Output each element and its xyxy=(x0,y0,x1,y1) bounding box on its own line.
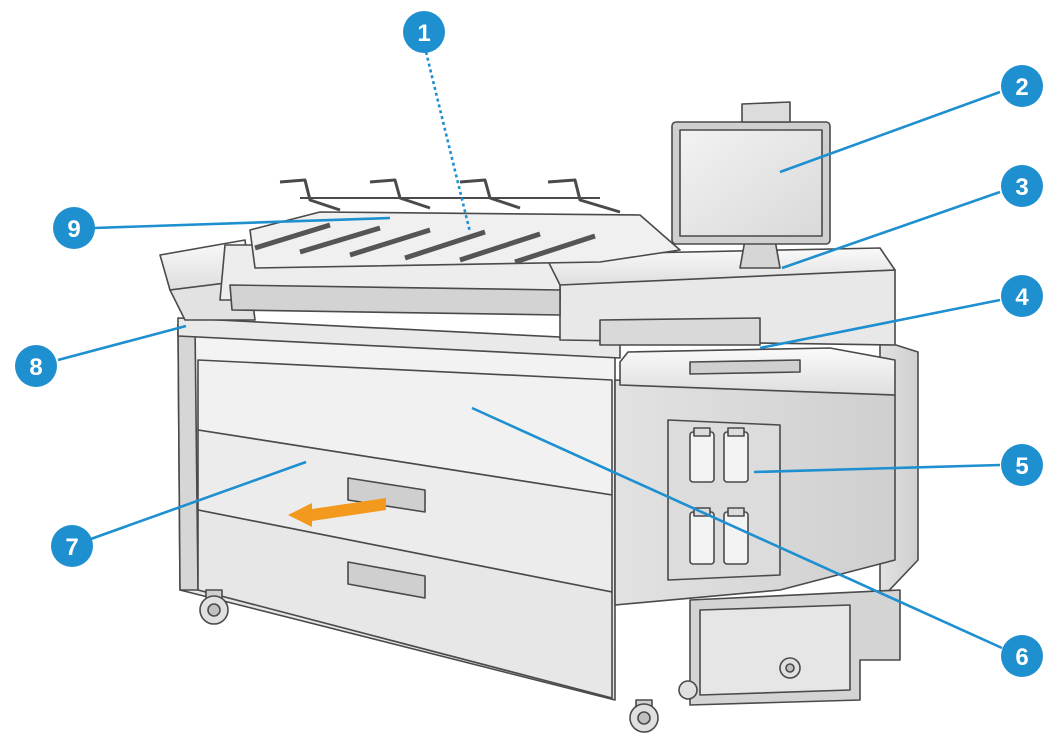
stacker-arm-5 xyxy=(459,231,541,263)
paper-guide-3 xyxy=(459,178,521,210)
stacker-arm-4 xyxy=(404,229,486,261)
callout-number-9: 9 xyxy=(67,216,80,243)
leader-line-6 xyxy=(471,406,1003,650)
stacker-arm-1 xyxy=(254,222,331,251)
leader-line-3 xyxy=(781,190,1001,270)
stand-right-inner xyxy=(699,604,851,696)
leader-line-2 xyxy=(779,90,1001,174)
leader-line-9 xyxy=(93,216,391,230)
callout-number-5: 5 xyxy=(1015,453,1028,480)
ink-cartridge-1 xyxy=(689,431,715,483)
callout-4: 4 xyxy=(1001,275,1043,317)
callout-leaders xyxy=(57,51,1003,650)
leader-line-1 xyxy=(424,51,472,233)
leader-line-7 xyxy=(87,460,307,542)
right-upper-recess xyxy=(599,317,761,346)
ink-cartridge-cap-1 xyxy=(693,427,711,437)
callout-2: 2 xyxy=(1001,65,1043,107)
stacker-arm-2 xyxy=(299,225,381,255)
paper-guide-2 xyxy=(369,178,431,210)
scanner-slot xyxy=(229,284,561,316)
leader-line-8 xyxy=(57,324,187,362)
callout-number-1: 1 xyxy=(417,20,430,47)
stacker-arm-6 xyxy=(514,233,596,265)
paper-guide-1 xyxy=(279,178,341,212)
callout-8: 8 xyxy=(15,345,57,387)
leader-line-4 xyxy=(759,298,1001,350)
callout-number-6: 6 xyxy=(1015,644,1028,671)
callout-number-8: 8 xyxy=(29,354,42,381)
ink-cartridge-4 xyxy=(723,511,749,565)
drawer-handle-middle xyxy=(347,477,426,513)
caster-front-right xyxy=(629,699,659,733)
cabinet-top-shelf xyxy=(177,317,621,359)
drawer-lower xyxy=(197,509,613,699)
paper-guide-4 xyxy=(547,178,621,214)
ink-cartridge-cap-4 xyxy=(727,507,745,517)
callout-3: 3 xyxy=(1001,165,1043,207)
stacker-arm-3 xyxy=(349,227,431,258)
callout-9: 9 xyxy=(53,207,95,249)
caster-back-right xyxy=(779,657,801,679)
drawer-handle-lower xyxy=(347,561,426,599)
callout-6: 6 xyxy=(1001,635,1043,677)
callout-7: 7 xyxy=(51,525,93,567)
callout-number-3: 3 xyxy=(1015,174,1028,201)
ink-cartridge-3 xyxy=(689,511,715,565)
callout-number-4: 4 xyxy=(1015,284,1029,311)
printer-illustration xyxy=(159,101,919,733)
callout-1: 1 xyxy=(403,11,445,53)
ink-cartridge-2 xyxy=(723,431,749,483)
callout-number-2: 2 xyxy=(1015,74,1028,101)
ink-cartridge-cap-2 xyxy=(727,427,745,437)
caster-front-left xyxy=(199,589,229,625)
cabinet-left-edge xyxy=(177,324,199,591)
monitor-screen xyxy=(679,129,823,237)
monitor-camera-bar xyxy=(741,101,791,123)
caster-back-left-2 xyxy=(678,680,698,700)
callout-badges: 1 2 3 4 5 6 7 8 xyxy=(15,11,1043,677)
leader-line-5 xyxy=(753,463,1001,474)
output-table-slot xyxy=(689,359,801,375)
callout-number-7: 7 xyxy=(65,534,78,561)
drawer-pull-arrow xyxy=(288,498,386,527)
callout-5: 5 xyxy=(1001,444,1043,486)
